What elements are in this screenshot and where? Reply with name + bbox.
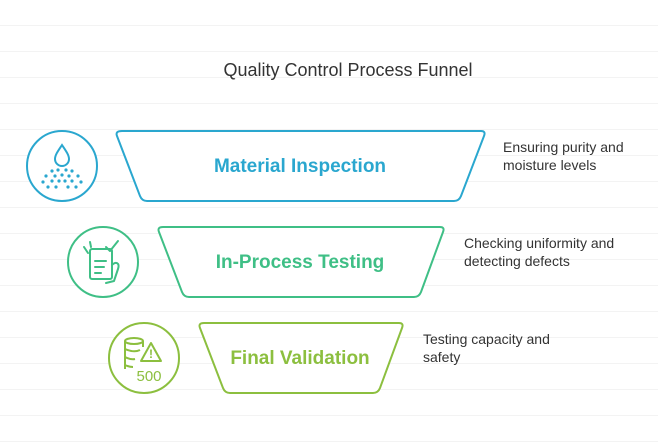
- funnel-stage-1-shape: [115, 130, 486, 202]
- svg-text:!: !: [149, 347, 153, 361]
- checklist-hand-icon: [66, 225, 140, 299]
- description-line: Ensuring purity and: [503, 139, 624, 155]
- funnel-stage-3-shape: [198, 322, 404, 394]
- stage-label-final-validation: Final Validation: [230, 348, 370, 369]
- description-line: Checking uniformity and: [464, 235, 615, 251]
- stage-label-material-inspection: Material Inspection: [213, 156, 387, 177]
- stage-description-material-inspection: Ensuring purity and moisture levels: [503, 138, 624, 174]
- description-line: safety: [423, 349, 461, 365]
- description-line: moisture levels: [503, 157, 597, 173]
- icon-text-500: 500: [136, 368, 161, 385]
- diagram-title: Quality Control Process Funnel: [223, 60, 473, 80]
- water-drop-spray-icon: [25, 129, 99, 203]
- battery-warning-icon: ! 500: [107, 321, 181, 395]
- description-line: detecting defects: [464, 253, 570, 269]
- stage-label-in-process-testing: In-Process Testing: [215, 252, 385, 273]
- stage-description-final-validation: Testing capacity and safety: [423, 330, 550, 366]
- funnel-stage-2-shape: [157, 226, 445, 298]
- description-line: Testing capacity and: [423, 331, 550, 347]
- stage-description-in-process-testing: Checking uniformity and detecting defect…: [464, 234, 614, 270]
